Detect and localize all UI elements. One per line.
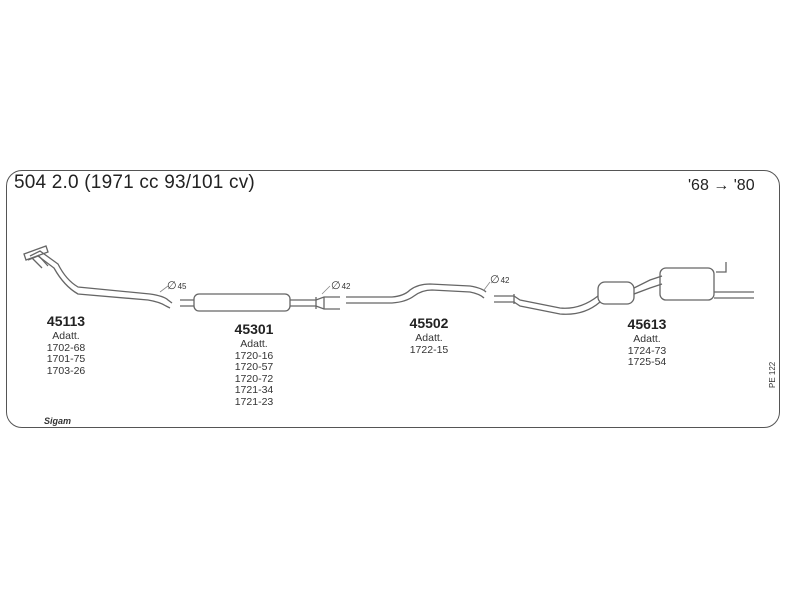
middle-silencer — [193, 293, 291, 312]
fitment-line: 1701-75 — [46, 353, 86, 365]
front-pipe-part — [29, 250, 173, 304]
fitment-line: 1720-72 — [234, 372, 274, 385]
rear-silencer-large — [659, 267, 715, 301]
diameter-label-3: ∅42 — [490, 274, 510, 286]
diameter-label-1: ∅45 — [167, 280, 187, 292]
part-code-45613: 45613 — [627, 316, 667, 332]
part-fitment-list: Adatt. 1720-16 1720-57 1720-72 1721-34 1… — [214, 338, 294, 408]
hanger-bracket — [716, 262, 727, 273]
tailpipe-exit — [714, 291, 754, 299]
catalog-code: PE 122 — [768, 361, 777, 388]
fitment-line: 1725-54 — [627, 356, 667, 368]
fitment-line: 1722-15 — [409, 343, 449, 356]
fitment-line: 1703-26 — [46, 364, 86, 377]
part-code-45113: 45113 — [46, 313, 86, 329]
year-range: '68 → '80 — [688, 177, 755, 194]
tail-pipe-inlet — [494, 295, 599, 309]
fitment-line: 1721-23 — [234, 395, 274, 408]
manifold-flange — [23, 245, 49, 261]
fitment-line: 1720-16 — [234, 349, 274, 362]
mid-pipe-outlet — [290, 296, 340, 310]
front-pipe-part-lower — [27, 255, 171, 309]
fitment-line: 1721-34 — [234, 384, 274, 396]
tail-pipe-inlet-lower — [494, 301, 601, 315]
part-fitment-list: Adatt. 1724-73 1725-54 — [607, 333, 687, 369]
fitment-line: Adatt. — [240, 338, 268, 350]
rear-pipe-part — [346, 283, 487, 298]
diameter-label-2: ∅42 — [331, 280, 351, 292]
mid-pipe-inlet — [180, 299, 194, 307]
silencer-link — [633, 275, 663, 295]
vehicle-title: 504 2.0 (1971 cc 93/101 cv) — [14, 172, 255, 193]
part-fitment-list: Adatt. 1722-15 — [389, 332, 469, 356]
fitment-line: 1702-68 — [46, 341, 86, 354]
fitment-line: 1724-73 — [627, 344, 667, 357]
diameter-leader-3 — [483, 281, 491, 291]
fitment-line: Adatt. — [415, 332, 443, 344]
fitment-line: Adatt. — [633, 333, 661, 345]
fitment-line: Adatt. — [52, 330, 80, 342]
diameter-symbol-icon: ∅ — [167, 280, 177, 292]
part-code-45301: 45301 — [234, 321, 274, 337]
fitment-line: 1720-57 — [234, 361, 274, 373]
diameter-symbol-icon: ∅ — [331, 280, 341, 292]
rear-pipe-part-lower — [346, 289, 485, 304]
manifold-flange-inner — [31, 254, 49, 269]
part-fitment-list: Adatt. 1702-68 1701-75 1703-26 — [26, 330, 106, 377]
diameter-symbol-icon: ∅ — [490, 274, 500, 286]
diameter-leader-1 — [159, 285, 169, 293]
part-code-45502: 45502 — [409, 315, 449, 331]
mid-pipe-coupler — [315, 297, 325, 309]
brand-logo: Sigam — [44, 416, 72, 426]
rear-silencer-small — [597, 281, 635, 305]
diameter-leader-2 — [321, 285, 331, 295]
